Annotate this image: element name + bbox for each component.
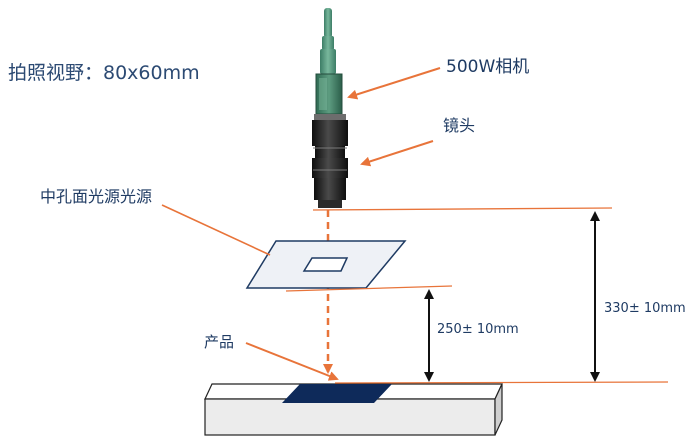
camera-body <box>315 73 343 115</box>
product-plate <box>282 384 392 403</box>
lens-label: 镜头 <box>443 116 476 135</box>
lens <box>312 114 348 208</box>
product-label: 产品 <box>204 333 235 351</box>
product-callout-arrow <box>245 342 339 381</box>
light-to-product-distance-label: 250± 10mm <box>437 322 519 337</box>
light-source-label: 中孔面光源光源 <box>40 187 153 206</box>
lens-to-product-distance-label: 330± 10mm <box>604 301 686 316</box>
camera-label: 500W相机 <box>446 57 530 77</box>
dimension-arrows <box>424 211 600 382</box>
light-source-plate <box>245 240 407 289</box>
product-block <box>204 383 503 436</box>
callout-arrows <box>161 67 441 381</box>
lens-callout-arrow <box>360 140 434 167</box>
reference-lines <box>285 207 669 384</box>
camera-cable <box>320 8 336 74</box>
light-callout-line <box>161 204 271 256</box>
field-of-view-label: 拍照视野：80x60mm <box>8 62 200 84</box>
camera-callout-arrow <box>347 67 441 100</box>
light-center-hole <box>302 257 349 272</box>
